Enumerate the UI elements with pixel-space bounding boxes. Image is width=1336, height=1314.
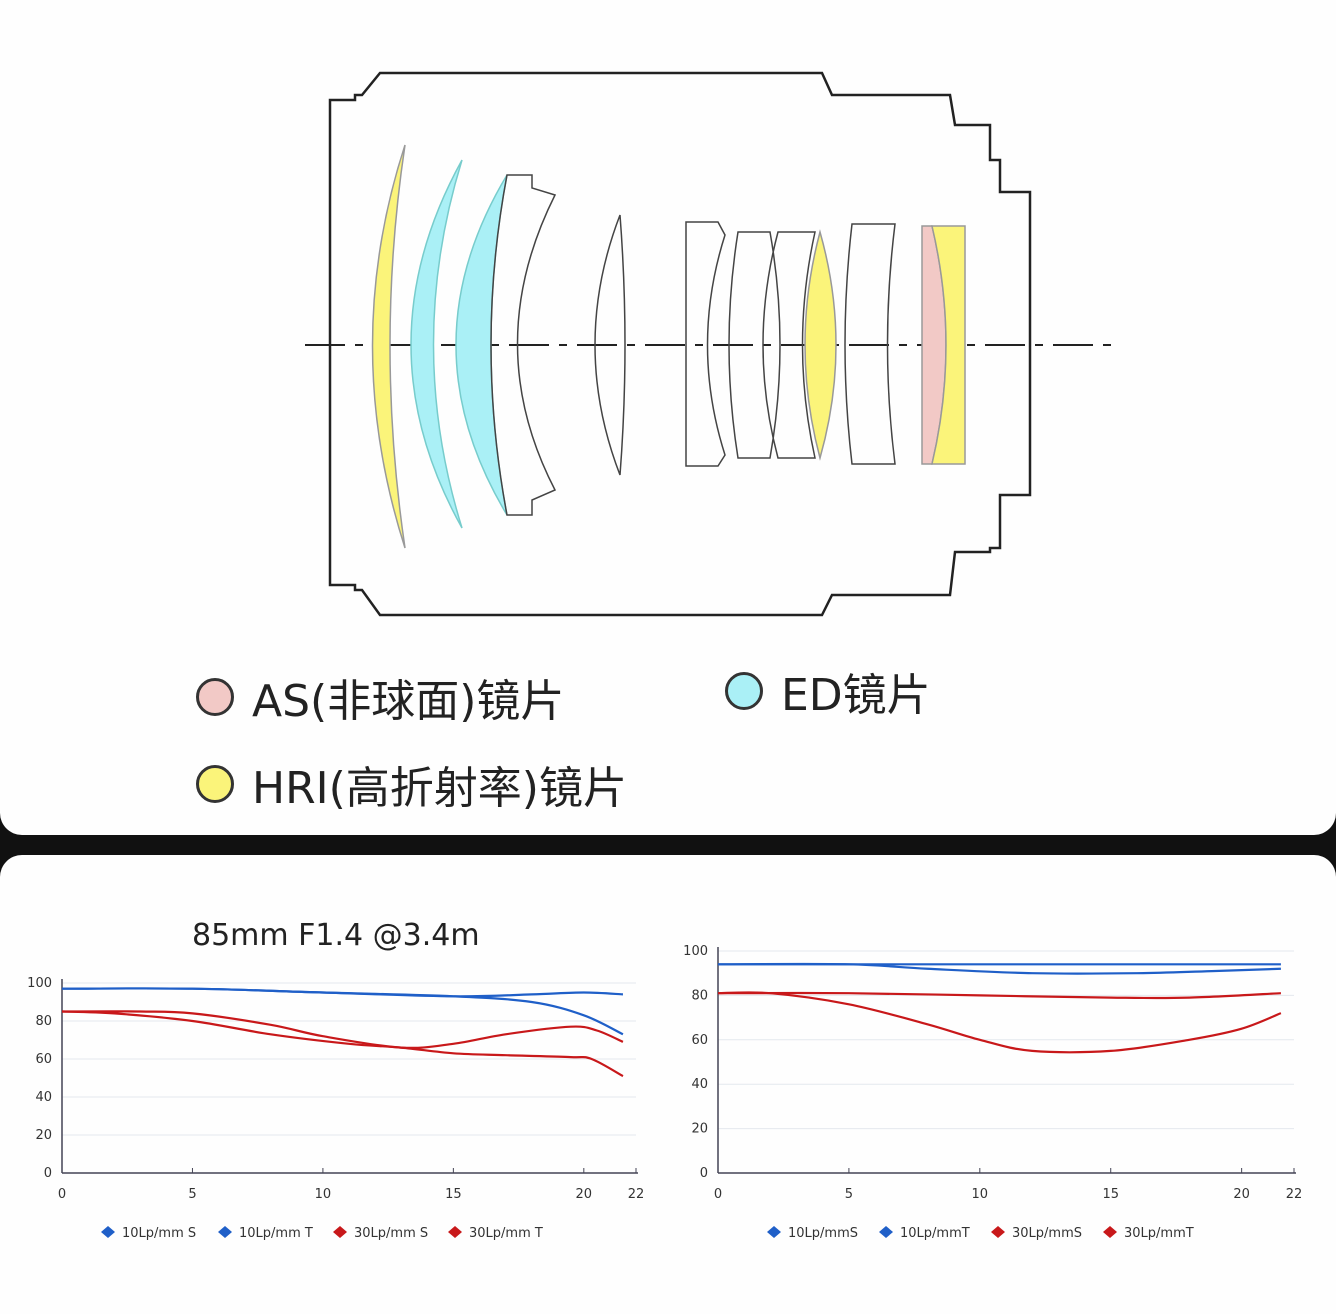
x-tick-label: 0 xyxy=(58,1187,66,1202)
lens-group-3 xyxy=(762,231,816,459)
ed-lens-1 xyxy=(410,159,463,529)
legend-marker-icon xyxy=(767,1226,781,1238)
legend-as-lens: AS(非球面)镜片 xyxy=(196,665,564,729)
x-tick-label: 5 xyxy=(188,1187,196,1202)
y-tick-label: 0 xyxy=(44,1166,52,1181)
chart-title: 85mm F1.4 @3.4m xyxy=(192,918,480,953)
legend-label: 10Lp/mm T xyxy=(239,1226,313,1241)
lens-group-1 xyxy=(685,221,726,467)
x-tick-label: 22 xyxy=(1286,1187,1303,1202)
x-tick-label: 20 xyxy=(576,1187,593,1202)
x-tick-label: 20 xyxy=(1233,1187,1250,1202)
y-tick-label: 40 xyxy=(691,1077,708,1092)
legend-label: 30Lp/mm T xyxy=(469,1226,543,1241)
x-tick-label: 0 xyxy=(714,1187,722,1202)
y-tick-label: 60 xyxy=(691,1033,708,1048)
series-line-10lpmmt xyxy=(61,987,624,1036)
y-tick-label: 80 xyxy=(35,1014,52,1029)
legend-label: 10Lp/mmS xyxy=(788,1226,858,1241)
legend-marker-icon xyxy=(218,1226,232,1238)
x-tick-label: 15 xyxy=(1102,1187,1119,1202)
y-tick-label: 40 xyxy=(35,1090,52,1105)
hri-lens-1 xyxy=(371,144,406,549)
x-tick-label: 10 xyxy=(972,1187,989,1202)
y-tick-label: 100 xyxy=(683,944,708,959)
legend-marker-icon xyxy=(1103,1226,1117,1238)
ed-lens-swatch-icon xyxy=(725,672,763,710)
y-tick-label: 0 xyxy=(700,1166,708,1181)
legend-label: 30Lp/mmS xyxy=(1012,1226,1082,1241)
y-tick-label: 60 xyxy=(35,1052,52,1067)
lens-construction-diagram xyxy=(305,71,1120,617)
series-line-30lpmmt xyxy=(61,1010,624,1078)
legend-marker-icon xyxy=(448,1226,462,1238)
legend-label: HRI(高折射率)镜片 xyxy=(252,763,627,814)
hri-lens-3 xyxy=(931,225,966,465)
series-line-30lpmmt xyxy=(717,991,1282,1054)
x-tick-label: 5 xyxy=(845,1187,853,1202)
series-line-10lpmmt xyxy=(717,962,1281,975)
legend-marker-icon xyxy=(879,1226,893,1238)
y-tick-label: 20 xyxy=(691,1122,708,1137)
y-tick-label: 80 xyxy=(691,988,708,1003)
legend-marker-icon xyxy=(101,1226,115,1238)
series-line-30lpmms xyxy=(717,991,1281,1000)
legend-hri-lens: HRI(高折射率)镜片 xyxy=(196,752,627,816)
meniscus-lens xyxy=(490,174,557,516)
hri-lens-2 xyxy=(804,229,837,461)
x-tick-label: 22 xyxy=(628,1187,645,1202)
legend-label: ED镜片 xyxy=(781,670,931,721)
x-tick-label: 15 xyxy=(445,1187,462,1202)
legend-label: 30Lp/mmT xyxy=(1124,1226,1194,1241)
x-tick-label: 10 xyxy=(315,1187,332,1202)
lens-group-4 xyxy=(844,223,896,465)
legend-label: AS(非球面)镜片 xyxy=(252,676,565,727)
legend-label: 30Lp/mm S xyxy=(354,1226,428,1241)
y-tick-label: 100 xyxy=(27,976,52,991)
legend-ed-lens: ED镜片 xyxy=(725,659,931,723)
as-lens-swatch-icon xyxy=(196,678,234,716)
legend-label: 10Lp/mmT xyxy=(900,1226,970,1241)
y-tick-label: 20 xyxy=(35,1128,52,1143)
biconvex-lens xyxy=(594,214,626,476)
lens-barrel-outline xyxy=(328,71,1032,617)
hri-lens-swatch-icon xyxy=(196,765,234,803)
legend-marker-icon xyxy=(333,1226,347,1238)
lens-group-2 xyxy=(728,231,781,459)
legend-label: 10Lp/mm S xyxy=(122,1226,196,1241)
legend-marker-icon xyxy=(991,1226,1005,1238)
